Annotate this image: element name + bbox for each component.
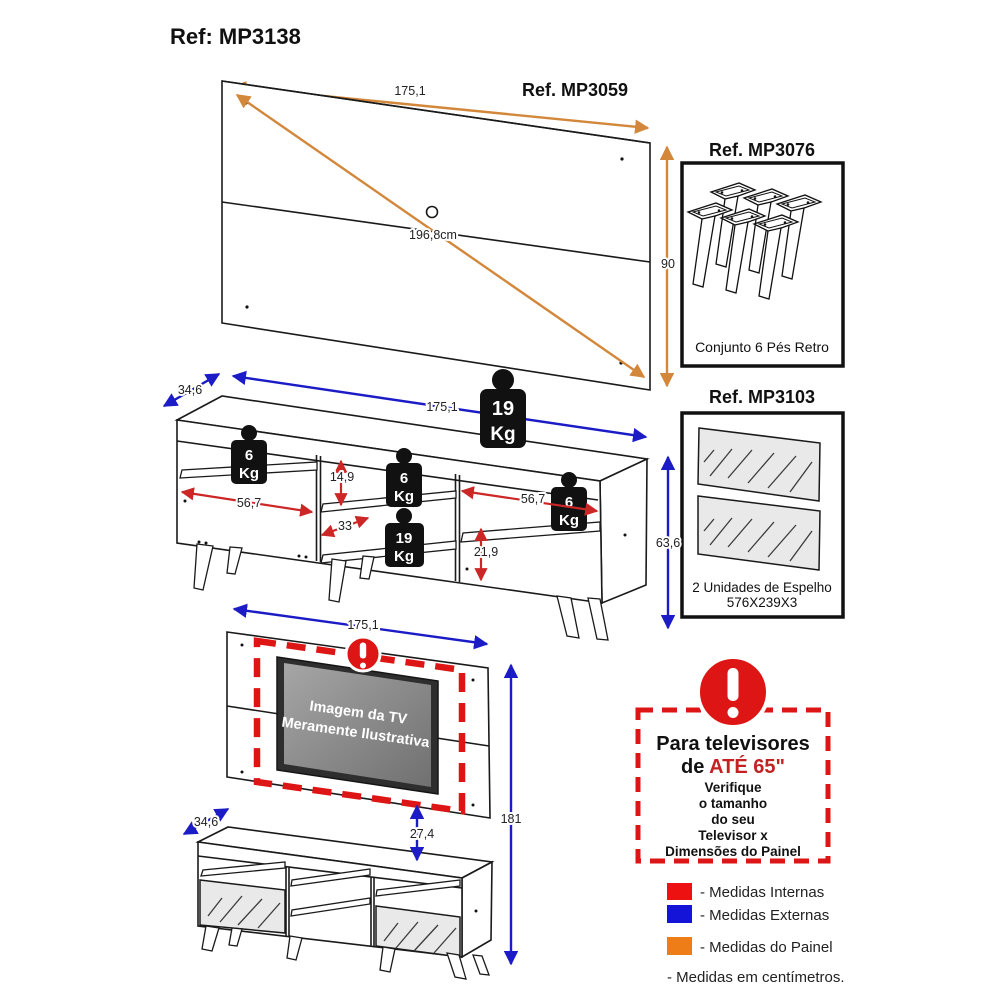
assembly-depth-arrow bbox=[182, 807, 230, 836]
mirror-2 bbox=[697, 495, 821, 571]
legend-internal-label: - Medidas Internas bbox=[700, 884, 824, 901]
feet-kit-box: Ref. MP3076 Conjunto 6 Pés Retro bbox=[680, 140, 845, 368]
inner-left-width-dim: 56,7 bbox=[237, 496, 261, 510]
gap-dim: 27,4 bbox=[410, 827, 434, 841]
svg-text:19: 19 bbox=[396, 530, 413, 547]
stand-depth-arrow bbox=[162, 372, 221, 408]
svg-text:19: 19 bbox=[492, 398, 514, 420]
tv-size-notice: Para televisores de ATÉ 65" Verifique o … bbox=[635, 655, 831, 864]
panel-diagonal-arrow bbox=[235, 94, 646, 378]
legend: - Medidas Internas - Medidas Externas - … bbox=[667, 883, 845, 986]
notice-line1: Para televisores bbox=[656, 733, 809, 755]
legend-external-label: - Medidas Externas bbox=[700, 907, 829, 924]
legend-swatch-internal bbox=[667, 883, 692, 900]
weight-icon-top-19kg: 19 Kg bbox=[480, 369, 526, 448]
mirror-drawer-left bbox=[199, 879, 286, 934]
assembly-depth-dim: 34,6 bbox=[194, 815, 218, 829]
assembly-shelf-middle-top bbox=[290, 868, 371, 887]
total-height-dim: 181 bbox=[501, 812, 522, 826]
notice-line5: do seu bbox=[711, 812, 755, 827]
cable-hole bbox=[425, 205, 439, 219]
svg-text:Kg: Kg bbox=[394, 548, 414, 565]
svg-text:6: 6 bbox=[400, 470, 408, 487]
tv-stand-section: 19 Kg 6 Kg 6 Kg 19 Kg 6 Kg bbox=[162, 369, 682, 641]
mirror-caption-line1: 2 Unidades de Espelho bbox=[692, 580, 832, 595]
warning-icon-large bbox=[696, 655, 770, 729]
stand-legs bbox=[193, 543, 609, 641]
notice-line7: Dimensões do Painel bbox=[665, 844, 801, 859]
assembly-width-arrow bbox=[232, 603, 489, 650]
svg-text:6: 6 bbox=[245, 447, 253, 464]
assembly-shelf-middle-bottom bbox=[290, 897, 371, 917]
notice-line2: de ATÉ 65" bbox=[681, 755, 785, 778]
feet-ref-label: Ref. MP3076 bbox=[709, 140, 815, 160]
stand-depth-dim: 34,6 bbox=[178, 383, 202, 397]
panel-diagonal-dim: 196,8cm bbox=[409, 228, 457, 242]
feet-caption: Conjunto 6 Pés Retro bbox=[695, 339, 829, 355]
svg-text:Kg: Kg bbox=[394, 488, 414, 505]
stand-width-dim: 175,1 bbox=[426, 400, 457, 414]
weight-icon-middle-6kg: 6 Kg bbox=[386, 448, 422, 507]
notice-line4: o tamanho bbox=[699, 796, 767, 811]
assembly-stand-legs bbox=[201, 925, 490, 980]
assembly-shelf-right bbox=[375, 879, 461, 897]
panel-height-dim: 90 bbox=[661, 257, 675, 271]
mirror-kit-box: Ref. MP3103 2 Unidades de Espelho 576X23… bbox=[680, 387, 845, 619]
notice-dashed-frame bbox=[635, 707, 831, 864]
assembly-section: Imagem da TV Meramente Ilustrativa bbox=[182, 603, 523, 980]
legend-swatch-external bbox=[667, 905, 692, 923]
panel-drawing-section: Ref. MP3059 175,1 196,8cm 90 bbox=[221, 80, 677, 391]
tv-illustration: Imagem da TV Meramente Ilustrativa bbox=[276, 656, 439, 795]
inner-right-width-arrow bbox=[460, 486, 599, 516]
notice-line3: Verifique bbox=[704, 780, 762, 795]
inner-middle-width-arrow bbox=[320, 515, 370, 538]
legend-note: - Medidas em centímetros. bbox=[667, 969, 845, 986]
panel-width-dim: 175,1 bbox=[394, 84, 425, 98]
inner-right-height-dim: 21,9 bbox=[474, 545, 498, 559]
weight-icon-left-6kg: 6 Kg bbox=[231, 425, 267, 484]
mirror-ref-label: Ref. MP3103 bbox=[709, 387, 815, 407]
warning-icon-small bbox=[344, 635, 382, 673]
mirror-caption-line2: 576X239X3 bbox=[727, 595, 798, 610]
notice-line6: Televisor x bbox=[698, 828, 768, 843]
svg-text:Kg: Kg bbox=[490, 424, 515, 445]
assembly-stand-drawing bbox=[195, 826, 495, 980]
weight-icon-middle-19kg: 19 Kg bbox=[385, 508, 424, 567]
mirror-1 bbox=[697, 427, 821, 502]
assembly-width-dim: 175,1 bbox=[347, 618, 378, 632]
inner-right-width-dim: 56,7 bbox=[521, 492, 545, 506]
panel-ref-label: Ref. MP3059 bbox=[522, 80, 628, 100]
legend-panel-label: - Medidas do Painel bbox=[700, 939, 833, 956]
stand-width-arrow bbox=[231, 370, 648, 443]
svg-text:Kg: Kg bbox=[239, 465, 259, 482]
assembly-shelf-left bbox=[200, 861, 286, 877]
inner-left-width-arrow bbox=[180, 487, 314, 517]
inner-middle-width-dim: 33 bbox=[338, 519, 352, 533]
svg-text:Kg: Kg bbox=[559, 512, 579, 529]
tv-area-dashed-outline bbox=[253, 637, 466, 815]
stand-height-dim: 63,6 bbox=[656, 536, 680, 550]
page-title: Ref: MP3138 bbox=[170, 24, 301, 49]
legend-swatch-panel bbox=[667, 937, 692, 955]
inner-top-height-dim: 14,9 bbox=[330, 470, 354, 484]
svg-text:6: 6 bbox=[565, 494, 573, 511]
